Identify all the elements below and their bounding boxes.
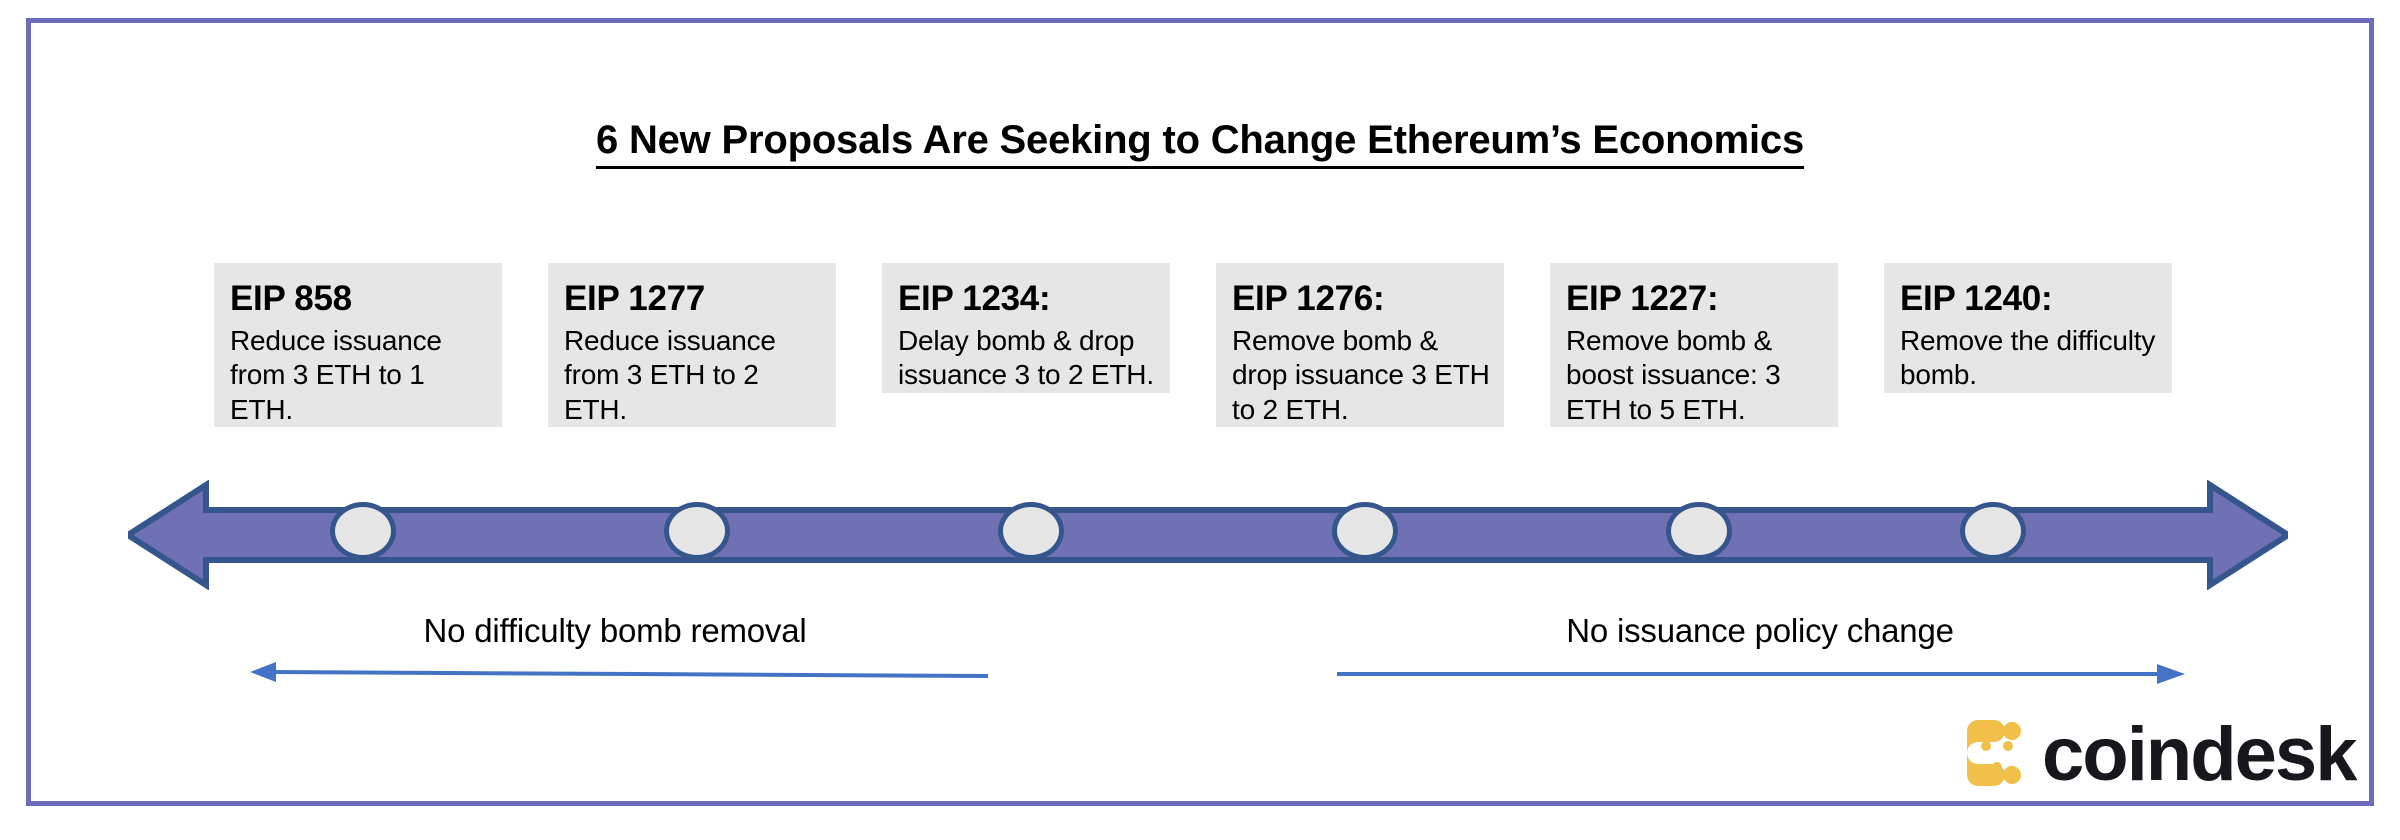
proposal-card-title: EIP 1277 [564,279,705,318]
timeline-node[interactable] [1960,502,2026,560]
proposal-card-body: Delay bomb & drop issuance 3 to 2 ETH. [898,325,1154,391]
proposal-card-body: Remove the difficulty bomb. [1900,325,2156,391]
range-arrow-left [250,660,990,689]
coindesk-wordmark: coindesk [2042,711,2357,797]
proposal-card[interactable]: EIP 1277 Reduce issuance from 3 ETH to 2… [548,263,836,427]
page-title: 6 New Proposals Are Seeking to Change Et… [0,118,2400,169]
page-title-text: 6 New Proposals Are Seeking to Change Et… [595,118,1804,169]
proposal-card-title: EIP 1240: [1900,279,2053,318]
proposal-card-title: EIP 1276: [1232,279,1385,318]
proposal-card-title: EIP 858 [230,279,352,318]
proposal-card[interactable]: EIP 1227: Remove bomb & boost issuance: … [1550,263,1838,427]
coindesk-logo: coindesk [1940,710,2357,799]
proposal-card-body: Remove bomb & boost issuance: 3 ETH to 5… [1566,325,1781,425]
timeline-node[interactable] [664,502,730,560]
proposal-card-title: EIP 1227: [1566,279,1719,318]
proposal-card-body: Reduce issuance from 3 ETH to 2 ETH. [564,325,776,425]
timeline-node[interactable] [998,502,1064,560]
proposal-cards: EIP 858 Reduce issuance from 3 ETH to 1 … [214,263,2214,504]
proposal-card-body: Remove bomb & drop issuance 3 ETH to 2 E… [1232,325,1490,425]
timeline-node[interactable] [1332,502,1398,560]
range-label-left: No difficulty bomb removal [423,612,807,649]
proposal-card[interactable]: EIP 1240: Remove the difficulty bomb. [1884,263,2172,393]
range-arrow-right [1335,660,2185,689]
timeline-node[interactable] [1666,502,1732,560]
timeline-node[interactable] [330,502,396,560]
proposal-card[interactable]: EIP 858 Reduce issuance from 3 ETH to 1 … [214,263,502,427]
range-label-right: No issuance policy change [1566,612,1954,649]
proposal-card[interactable]: EIP 1276: Remove bomb & drop issuance 3 … [1216,263,1504,427]
timeline-arrow-shape [128,480,2288,590]
proposal-card[interactable]: EIP 1234: Delay bomb & drop issuance 3 t… [882,263,1170,393]
proposal-card-body: Reduce issuance from 3 ETH to 1 ETH. [230,325,442,425]
coindesk-mark-icon [1940,710,2024,799]
timeline-double-arrow [128,480,2288,590]
proposal-card-title: EIP 1234: [898,279,1051,318]
